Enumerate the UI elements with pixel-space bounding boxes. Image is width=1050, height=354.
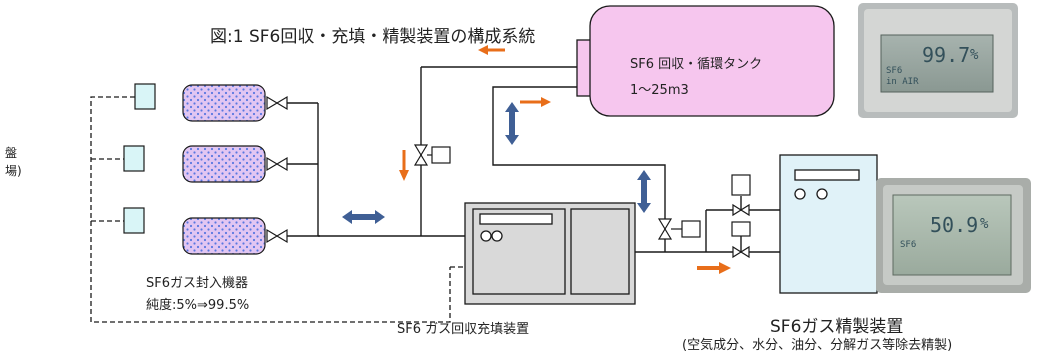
cylinder-top (182, 84, 266, 122)
valve-actuator-lower-right (731, 221, 751, 237)
purity-label: 純度:5%⇒99.5% (146, 298, 250, 313)
storage-tank (576, 5, 835, 117)
gauge-boxes (123, 83, 156, 234)
valve-vertical-mid (657, 218, 673, 240)
blue-arrow-vertical-upper (505, 102, 519, 145)
recovery-unit-label: SF6 ガス回収充填装置 (397, 322, 530, 337)
cut-label-1: 盤 (5, 146, 18, 160)
valve-bottom (266, 228, 288, 244)
recovery-unit-knob-right (491, 230, 503, 242)
valve-lower-right (732, 245, 750, 259)
blue-arrow-horizontal (342, 210, 385, 224)
control-valves (413, 144, 751, 259)
top-unit: % (970, 47, 979, 63)
valve-upper-right (732, 203, 750, 217)
orange-flow-arrows (399, 45, 731, 274)
refining-unit (779, 154, 878, 294)
recovery-unit-display (479, 213, 553, 225)
valve-actuator-mid (681, 220, 701, 238)
figure-title: 図:1 SF6回収・充填・精製装置の構成系統 (210, 27, 536, 47)
valve-top (266, 95, 288, 111)
tank-capacity-label: 1～25m3 (630, 83, 689, 98)
gauge-box-middle (123, 145, 145, 172)
top-caption-1: SF6 (886, 66, 903, 76)
valve-actuator-left (431, 146, 451, 164)
top-reading: 99.7 (922, 43, 971, 67)
gauge-box-top (134, 83, 156, 110)
tank-name-label: SF6 回収・循環タンク (630, 57, 763, 72)
valve-vertical-left (413, 144, 429, 166)
recovery-unit-right-panel (570, 208, 630, 295)
refining-unit-knob-right (816, 188, 828, 200)
sealed-equipment-label: SF6ガス封入機器 (146, 276, 249, 291)
lcd-screen-top (880, 34, 994, 93)
cylinder-bottom (182, 217, 266, 255)
top-caption-2: in AIR (886, 77, 919, 87)
blue-arrow-vertical-lower (637, 170, 651, 213)
orange-arrow-right (697, 262, 731, 274)
cut-label-2: 場) (5, 164, 22, 178)
tank-nozzle (576, 39, 592, 97)
refining-unit-label: SF6ガス精製装置 (770, 317, 904, 337)
cylinder-valves (266, 95, 288, 244)
lcd-screen-bottom (892, 194, 1012, 276)
gauge-box-bottom (123, 207, 145, 234)
recovery-unit-knob-left (480, 230, 492, 242)
blue-flow-arrows (342, 102, 651, 224)
valve-middle (266, 156, 288, 172)
valve-actuator-upper-right (731, 174, 751, 196)
orange-arrow-down (399, 150, 409, 181)
orange-arrow-tank-left (478, 45, 505, 55)
bottom-reading: 50.9 (930, 213, 979, 237)
cylinder-middle (182, 145, 266, 183)
refining-unit-knob-left (794, 188, 806, 200)
orange-arrow-tank-right (520, 97, 551, 107)
tank-body (589, 5, 835, 117)
bottom-caption: SF6 (900, 240, 917, 250)
recovery-charging-unit (464, 202, 636, 305)
bottom-unit: % (980, 216, 989, 232)
refining-unit-display (794, 169, 860, 181)
gas-cylinders (182, 84, 266, 255)
refining-detail-label: (空気成分、水分、油分、分解ガス等除去精製) (682, 338, 953, 353)
analyzer-photo-top (858, 3, 1018, 118)
analyzer-photo-bottom (876, 178, 1031, 293)
dashed-signal-lines (90, 96, 466, 323)
